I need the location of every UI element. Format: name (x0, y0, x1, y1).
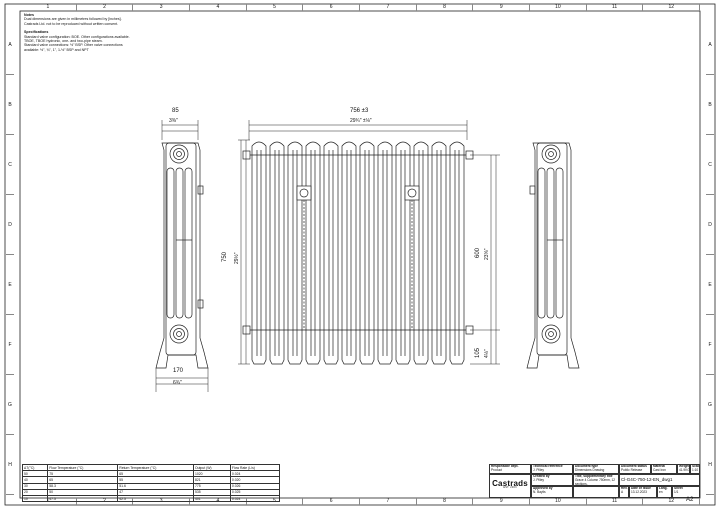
dim-side-depth-in: 3⅜" (169, 118, 178, 124)
col-label: 8 (417, 4, 474, 11)
dim-foot-depth-mm: 170 (173, 368, 184, 374)
col-label: 1 (20, 4, 77, 11)
col-label: 12 (643, 4, 701, 11)
dim-centres-in: 23⅝" (484, 248, 490, 260)
col-label: 2 (77, 4, 134, 11)
row-label: H (6, 435, 14, 495)
col-label: 5 (247, 4, 304, 11)
col-label: 10 (530, 498, 587, 505)
row-label: G (6, 375, 14, 435)
col-label: 6 (303, 498, 361, 505)
dim-leg-in: 4⅛" (484, 349, 490, 358)
responsible-dept-cell: Responsible dept.Product (489, 464, 531, 474)
spec-line: available: ½", ¾", 1", 1-½" BSP and NPT (24, 47, 89, 52)
col-label: 4 (190, 4, 247, 11)
lang-cell: Lang.en (657, 486, 672, 498)
row-label: C (6, 135, 14, 195)
side-view-right (526, 142, 580, 369)
title-spacer-cell (573, 486, 619, 498)
dim-front-width-in: 29¾" ±⅛" (350, 118, 372, 124)
row-label: B (706, 75, 714, 135)
notes-line: Dual dimensions are given in millimetres… (24, 17, 122, 22)
dim-front-width-mm: 756 ±3 (350, 108, 369, 114)
doc-number-cell: Cl-G4C-750-12-EN_dwg1 (619, 474, 700, 486)
col-label: 8 (417, 498, 474, 505)
paper-size: A2 (686, 497, 694, 503)
table-cell: 401 (192, 494, 231, 503)
rev-cell: Rev.A (619, 486, 629, 498)
col-label: 6 (303, 4, 361, 11)
notes-block: Notes Dual dimensions are given in milli… (24, 13, 224, 52)
row-label: D (6, 195, 14, 255)
dim-foot-depth-in: 6¾" (173, 380, 182, 386)
row-label: A (6, 15, 14, 75)
spec-line: Standard valve configuration: BOE. Other… (24, 34, 130, 39)
col-label: 9 (473, 4, 531, 11)
row-label: C (706, 135, 714, 195)
col-label: 12 (643, 498, 701, 505)
table-cell: 47.5 (47, 494, 119, 503)
output-table-header: ΔT(°C)Flow Temperature (°C)Return Temper… (21, 463, 281, 472)
table-cell: 0.024 (229, 494, 281, 503)
side-view-left (155, 142, 209, 369)
table-cell: 42.5 (117, 494, 194, 503)
output-table: ΔT(°C)Flow Temperature (°C)Return Temper… (21, 463, 281, 503)
spec-heading: Specifications (24, 30, 49, 35)
row-label: A (706, 15, 714, 75)
dim-height-mm: 750 (222, 251, 228, 262)
col-label: 11 (587, 498, 644, 505)
row-label: G (706, 375, 714, 435)
row-label: E (6, 255, 14, 315)
dim-centres-mm: 600 (475, 247, 481, 258)
dim-height-in: 29½" (234, 252, 240, 264)
col-label: 7 (360, 498, 417, 505)
dimension-lines (155, 120, 500, 392)
notes-line: Castrads Ltd. not to be reproduced witho… (24, 21, 119, 26)
row-label: D (706, 195, 714, 255)
col-label: 7 (360, 4, 417, 11)
col-label: 3 (133, 4, 191, 11)
dim-side-depth-mm: 85 (172, 108, 179, 114)
front-view (242, 141, 474, 365)
notes-heading: Notes (24, 13, 34, 17)
table-cell: 10 (21, 494, 49, 503)
row-label: E (706, 255, 714, 315)
row-label: F (6, 315, 14, 375)
row-label: H (706, 435, 714, 495)
spec-line: TBOE, TBOE hydronic, one- and two-pipe s… (24, 39, 103, 44)
row-label: F (706, 315, 714, 375)
dim-leg-mm: 105 (475, 347, 481, 358)
col-label: 11 (587, 4, 644, 11)
row-label: B (6, 75, 14, 135)
col-label: 10 (530, 4, 587, 11)
col-label: 9 (473, 498, 531, 505)
spec-line: Standard valve connections: ½" BSP. Othe… (24, 43, 123, 48)
